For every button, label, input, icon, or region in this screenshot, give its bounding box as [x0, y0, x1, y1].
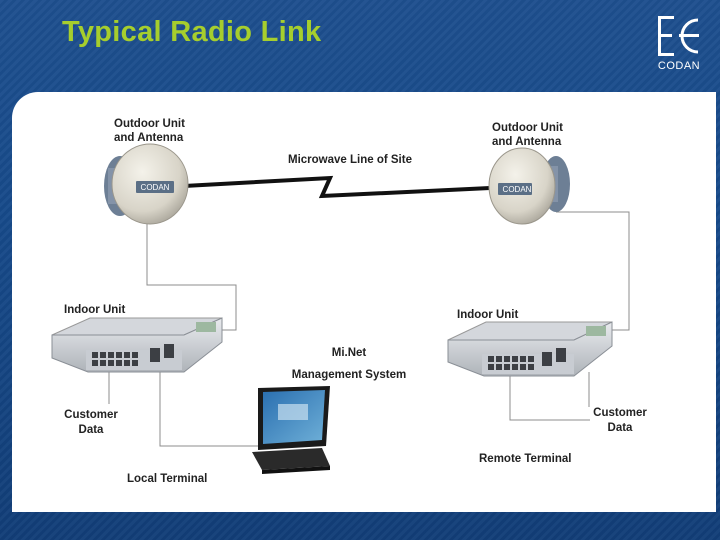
local-terminal-line — [159, 362, 263, 447]
left-outdoor-unit: CODAN — [104, 143, 189, 225]
slide-title: Typical Radio Link — [62, 16, 322, 48]
microwave-bolt — [183, 175, 491, 199]
left-indoor-unit-label: Indoor Unit — [64, 304, 126, 316]
left-odu-idu-cable — [146, 222, 237, 331]
right-outdoor-unit-label: Outdoor Unit and Antenna — [492, 122, 563, 148]
microwave-link — [183, 175, 491, 199]
microwave-label: Microwave Line of Site — [288, 154, 412, 166]
left-outdoor-unit-label: Outdoor Unit and Antenna — [114, 118, 185, 144]
right-indoor-unit-label: Indoor Unit — [457, 309, 519, 321]
right-indoor-unit — [447, 321, 613, 377]
remote-terminal-label: Remote Terminal — [479, 453, 572, 465]
left-customer-data-label: Customer Data — [64, 409, 118, 436]
logo-text: CODAN — [657, 60, 701, 72]
left-indoor-unit — [51, 317, 223, 373]
codan-logo-icon — [658, 16, 699, 56]
right-customer-data-label: Customer Data — [593, 407, 647, 434]
right-antenna-brand: CODAN — [503, 185, 532, 194]
local-terminal-label: Local Terminal — [127, 473, 208, 485]
right-odu-idu-cable — [556, 211, 630, 331]
left-antenna-brand: CODAN — [141, 183, 170, 192]
laptop — [252, 386, 330, 474]
right-outdoor-unit: CODAN — [488, 147, 570, 225]
remote-terminal-line — [509, 372, 590, 421]
connection-lines — [108, 211, 630, 447]
minet-management-label: Mi.Net Management System — [291, 347, 407, 381]
